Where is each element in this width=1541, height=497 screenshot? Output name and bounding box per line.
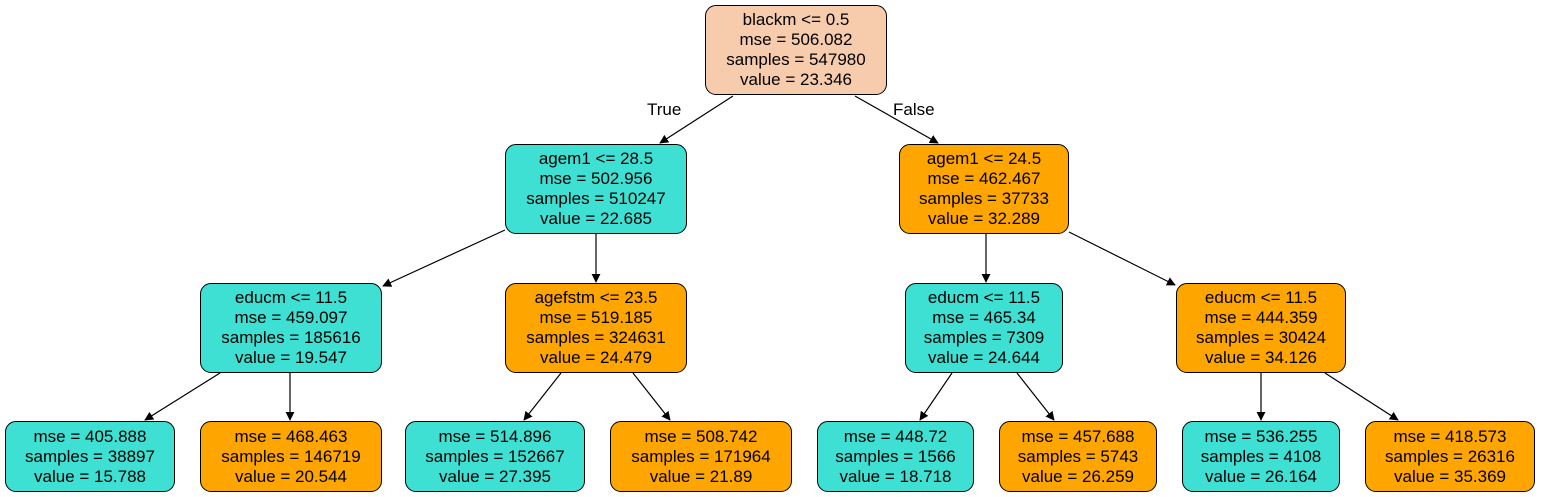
node-value-label: value = 18.718 (839, 466, 952, 486)
node-mse-label: mse = 448.72 (843, 426, 948, 446)
tree-edge-arrow (523, 372, 562, 421)
node-split-label: agem1 <= 24.5 (926, 149, 1042, 168)
node-split-label: educm <= 11.5 (927, 288, 1041, 307)
node-mse-label: mse = 502.956 (539, 169, 653, 188)
node-samples-label: samples = 324631 (526, 328, 666, 347)
node-mse-label: mse = 536.255 (1204, 426, 1318, 446)
node-mse-label: mse = 457.688 (1021, 426, 1135, 446)
tree-node-root: blackm <= 0.5 mse = 506.082 samples = 54… (705, 5, 887, 95)
tree-node: agem1 <= 24.5 mse = 462.467 samples = 37… (899, 144, 1069, 234)
tree-node-leaf: mse = 457.688 samples = 5743 value = 26.… (999, 421, 1157, 492)
node-split-label: educm <= 11.5 (1204, 288, 1318, 307)
tree-edge-arrow (1324, 372, 1399, 421)
tree-node-leaf: mse = 448.72 samples = 1566 value = 18.7… (817, 421, 974, 492)
node-samples-label: samples = 171964 (631, 446, 771, 466)
tree-edge-arrow (1068, 231, 1176, 286)
node-samples-label: samples = 38897 (25, 446, 155, 466)
node-value-label: value = 23.346 (739, 70, 852, 89)
tree-node-leaf: mse = 514.896 samples = 152667 value = 2… (405, 421, 585, 492)
node-mse-label: mse = 405.888 (33, 426, 147, 446)
tree-node-leaf: mse = 508.742 samples = 171964 value = 2… (610, 421, 792, 492)
tree-node: agem1 <= 28.5 mse = 502.956 samples = 51… (505, 144, 687, 234)
node-mse-label: mse = 465.34 (932, 308, 1036, 327)
node-value-label: value = 27.395 (438, 466, 551, 486)
tree-node-leaf: mse = 405.888 samples = 38897 value = 15… (5, 421, 175, 492)
node-value-label: value = 19.547 (234, 348, 347, 367)
node-mse-label: mse = 459.097 (234, 308, 348, 327)
node-samples-label: samples = 5743 (1017, 446, 1139, 466)
node-value-label: value = 22.685 (539, 209, 652, 228)
node-mse-label: mse = 508.742 (644, 426, 758, 446)
node-value-label: value = 34.126 (1204, 348, 1317, 367)
tree-node: agefstm <= 23.5 mse = 519.185 samples = … (505, 283, 687, 373)
node-split-label: educm <= 11.5 (234, 288, 348, 307)
tree-edge-arrow (1016, 372, 1055, 421)
tree-node-leaf: mse = 536.255 samples = 4108 value = 26.… (1182, 421, 1340, 492)
edge-label-false: False (893, 100, 935, 119)
tree-edge-arrow (632, 372, 671, 421)
tree-edge-arrow (144, 372, 221, 421)
node-samples-label: samples = 7309 (923, 328, 1045, 347)
tree-node-leaf: mse = 468.463 samples = 146719 value = 2… (200, 421, 382, 492)
node-samples-label: samples = 1566 (835, 446, 956, 466)
node-value-label: value = 26.259 (1021, 466, 1134, 486)
node-split-label: agefstm <= 23.5 (534, 288, 658, 307)
node-value-label: value = 32.289 (927, 209, 1040, 228)
node-value-label: value = 15.788 (33, 466, 146, 486)
node-samples-label: samples = 185616 (221, 328, 361, 347)
node-samples-label: samples = 30424 (1196, 328, 1326, 347)
tree-edge-arrow (854, 95, 939, 144)
node-mse-label: mse = 514.896 (438, 426, 552, 446)
tree-node: educm <= 11.5 mse = 465.34 samples = 730… (905, 283, 1063, 373)
node-mse-label: mse = 506.082 (739, 30, 853, 49)
edge-label-true: True (647, 100, 682, 119)
tree-node-leaf: mse = 418.573 samples = 26316 value = 35… (1365, 421, 1535, 492)
node-value-label: value = 35.369 (1393, 466, 1506, 486)
node-mse-label: mse = 468.463 (234, 426, 348, 446)
node-value-label: value = 26.164 (1204, 466, 1317, 486)
tree-edge-arrow (382, 229, 506, 287)
node-mse-label: mse = 418.573 (1393, 426, 1507, 446)
node-samples-label: samples = 146719 (221, 446, 361, 466)
node-mse-label: mse = 462.467 (927, 169, 1041, 188)
tree-edge-arrow (919, 372, 953, 421)
node-samples-label: samples = 152667 (425, 446, 565, 466)
node-samples-label: samples = 37733 (919, 189, 1049, 208)
node-split-label: blackm <= 0.5 (742, 10, 850, 29)
node-samples-label: samples = 547980 (726, 50, 866, 69)
node-mse-label: mse = 519.185 (539, 308, 653, 327)
node-samples-label: samples = 4108 (1200, 446, 1322, 466)
tree-edge-arrow (659, 95, 734, 144)
tree-node: educm <= 11.5 mse = 444.359 samples = 30… (1176, 283, 1346, 373)
node-value-label: value = 20.544 (234, 466, 347, 486)
node-samples-label: samples = 510247 (526, 189, 666, 208)
node-split-label: agem1 <= 28.5 (538, 149, 654, 168)
node-value-label: value = 21.89 (649, 466, 753, 486)
tree-node: educm <= 11.5 mse = 459.097 samples = 18… (200, 283, 382, 373)
node-samples-label: samples = 26316 (1385, 446, 1515, 466)
node-value-label: value = 24.479 (539, 348, 652, 367)
node-mse-label: mse = 444.359 (1204, 308, 1318, 327)
node-value-label: value = 24.644 (927, 348, 1040, 367)
